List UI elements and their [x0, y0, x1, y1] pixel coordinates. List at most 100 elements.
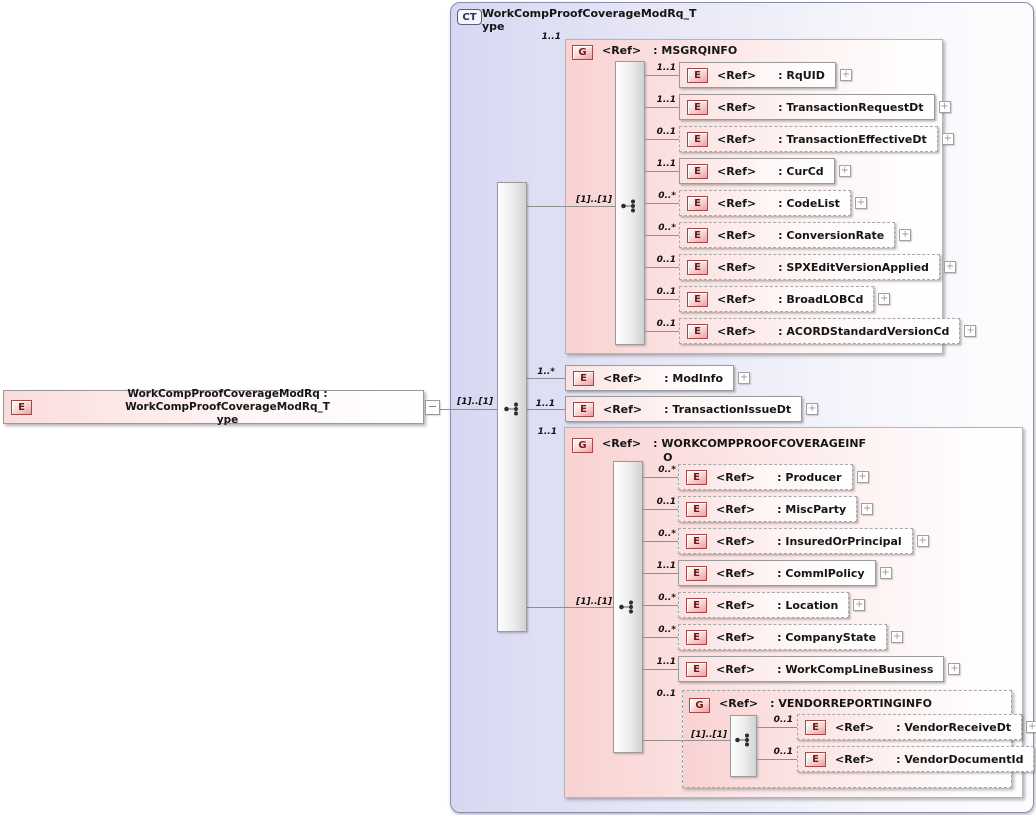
expand-icon[interactable]: +: [738, 372, 751, 384]
collapse-icon[interactable]: −: [425, 400, 440, 415]
connector-line: [527, 378, 565, 379]
root-element-box[interactable]: E WorkCompProofCoverageModRq : WorkCompP…: [3, 388, 424, 426]
element-name: : CommlPolicy: [777, 566, 865, 580]
element-row-transactionrequestdt[interactable]: E<Ref>: TransactionRequestDt +: [679, 94, 951, 120]
element-name: : CurCd: [778, 164, 824, 178]
element-badge: E: [805, 751, 826, 767]
element-badge: E: [573, 370, 594, 386]
connector-line: [645, 267, 679, 268]
cardinality-label: 0..1: [656, 287, 676, 297]
element-row-workcomplinebusiness[interactable]: E<Ref>: WorkCompLineBusiness +: [678, 656, 961, 682]
element-row-companystate[interactable]: E<Ref>: CompanyState +: [678, 624, 904, 650]
cardinality-label: 0..*: [658, 593, 676, 603]
element-badge: E: [686, 565, 707, 581]
element-row-codelist[interactable]: E<Ref>: CodeList +: [679, 190, 867, 216]
group-header[interactable]: G <Ref> : MSGRQINFO: [572, 44, 739, 60]
element-badge: E: [686, 597, 707, 613]
occurrence-label: [1]..[1]: [691, 730, 727, 740]
expand-icon[interactable]: +: [916, 535, 929, 547]
sequence-icon: [504, 402, 518, 416]
sequence-bar: [615, 61, 645, 345]
group-badge: G: [572, 45, 593, 60]
element-row-acordstandardversioncd[interactable]: E<Ref>: ACORDStandardVersionCd +: [679, 318, 977, 344]
sequence-icon: [621, 199, 635, 213]
expand-icon[interactable]: +: [839, 69, 852, 81]
element-name: : TransactionEffectiveDt: [778, 132, 927, 146]
connector-line: [643, 509, 678, 510]
element-row-transactioneffectivedt[interactable]: E<Ref>: TransactionEffectiveDt +: [679, 126, 954, 152]
cardinality-label: 0..*: [658, 529, 676, 539]
element-row-curcd[interactable]: E <Ref> : CurCd +: [679, 158, 851, 184]
expand-icon[interactable]: +: [1026, 721, 1036, 733]
expand-icon[interactable]: +: [899, 229, 912, 241]
ref-label: <Ref>: [716, 566, 756, 580]
expand-icon[interactable]: +: [806, 403, 819, 415]
ref-label: <Ref>: [717, 292, 757, 306]
ref-label: <Ref>: [716, 630, 756, 644]
element-row-conversionrate[interactable]: E<Ref>: ConversionRate +: [679, 222, 912, 248]
expand-icon[interactable]: +: [948, 663, 961, 675]
connector-line: [643, 637, 678, 638]
ref-label: <Ref>: [716, 598, 756, 612]
connector-line: [645, 75, 679, 76]
element-name: : ConversionRate: [778, 228, 885, 242]
element-row-spxeditversionapplied[interactable]: E<Ref>: SPXEditVersionApplied +: [679, 254, 956, 280]
sequence-bar: [497, 182, 527, 632]
cardinality-label: 0..1: [656, 689, 676, 699]
element-badge: E: [11, 399, 32, 415]
expand-icon[interactable]: +: [941, 133, 954, 145]
element-row-broadlobcd[interactable]: E<Ref>: BroadLOBCd +: [679, 286, 891, 312]
sequence-bar: [730, 715, 757, 777]
cardinality-label: 0..*: [658, 625, 676, 635]
element-name: : Producer: [777, 470, 842, 484]
sequence-icon: [619, 600, 633, 614]
expand-icon[interactable]: +: [938, 101, 951, 113]
element-badge: E: [687, 163, 708, 179]
complex-type-badge: CT: [457, 9, 482, 25]
element-name: : BroadLOBCd: [778, 292, 864, 306]
expand-icon[interactable]: +: [891, 631, 904, 643]
connector-line: [643, 573, 678, 574]
element-row-producer[interactable]: E<Ref>: Producer +: [678, 464, 869, 490]
ref-label: <Ref>: [717, 164, 757, 178]
occurrence-label: [1]..[1]: [576, 597, 612, 607]
complex-type-title: WorkCompProofCoverageModRq_T ype: [482, 7, 697, 33]
element-row-miscparty[interactable]: E<Ref>: MiscParty +: [678, 496, 874, 522]
expand-icon[interactable]: +: [856, 471, 869, 483]
expand-icon[interactable]: +: [838, 165, 851, 177]
cardinality-label: 1..1: [656, 657, 676, 667]
element-name: : VendorDocumentId: [896, 752, 1024, 766]
cardinality-label: 0..1: [656, 319, 676, 329]
element-row-commlpolicy[interactable]: E <Ref> : CommlPolicy +: [678, 560, 892, 586]
expand-icon[interactable]: +: [853, 599, 866, 611]
cardinality-label: 0..*: [658, 191, 676, 201]
element-row-vendorreceivedt[interactable]: E<Ref>: VendorReceiveDt +: [797, 714, 1036, 740]
element-row-insuredorprincipal[interactable]: E<Ref>: InsuredOrPrincipal +: [678, 528, 929, 554]
expand-icon[interactable]: +: [854, 197, 867, 209]
element-name: : ACORDStandardVersionCd: [778, 324, 950, 338]
connector-line: [439, 409, 497, 410]
expand-icon[interactable]: +: [964, 325, 977, 337]
group-header[interactable]: G <Ref> : VENDORREPORTINGINFO: [689, 697, 934, 713]
element-row-location[interactable]: E<Ref>: Location +: [678, 592, 866, 618]
element-row-modinfo[interactable]: E<Ref>: ModInfo +: [565, 365, 751, 391]
element-row-transactionissuedt[interactable]: E<Ref>: TransactionIssueDt +: [565, 396, 819, 422]
ref-label: <Ref>: [717, 228, 757, 242]
connector-line: [643, 669, 678, 670]
expand-icon[interactable]: +: [879, 567, 892, 579]
ref-label: <Ref>: [719, 697, 759, 710]
expand-icon[interactable]: +: [878, 293, 891, 305]
ref-label: <Ref>: [717, 260, 757, 274]
element-badge: E: [687, 323, 708, 339]
element-row-rquid[interactable]: E<Ref>: RqUID +: [679, 62, 852, 88]
element-row-vendordocumentid[interactable]: E<Ref>: VendorDocumentId +: [797, 746, 1036, 772]
expand-icon[interactable]: +: [943, 261, 956, 273]
group-header[interactable]: G <Ref> : WORKCOMPPROOFCOVERAGEINF O: [572, 437, 868, 465]
cardinality-label: 0..1: [656, 497, 676, 507]
connector-line: [645, 299, 679, 300]
connector-line: [645, 107, 679, 108]
expand-icon[interactable]: +: [861, 503, 874, 515]
ref-label: <Ref>: [717, 100, 757, 114]
connector-line: [643, 477, 678, 478]
